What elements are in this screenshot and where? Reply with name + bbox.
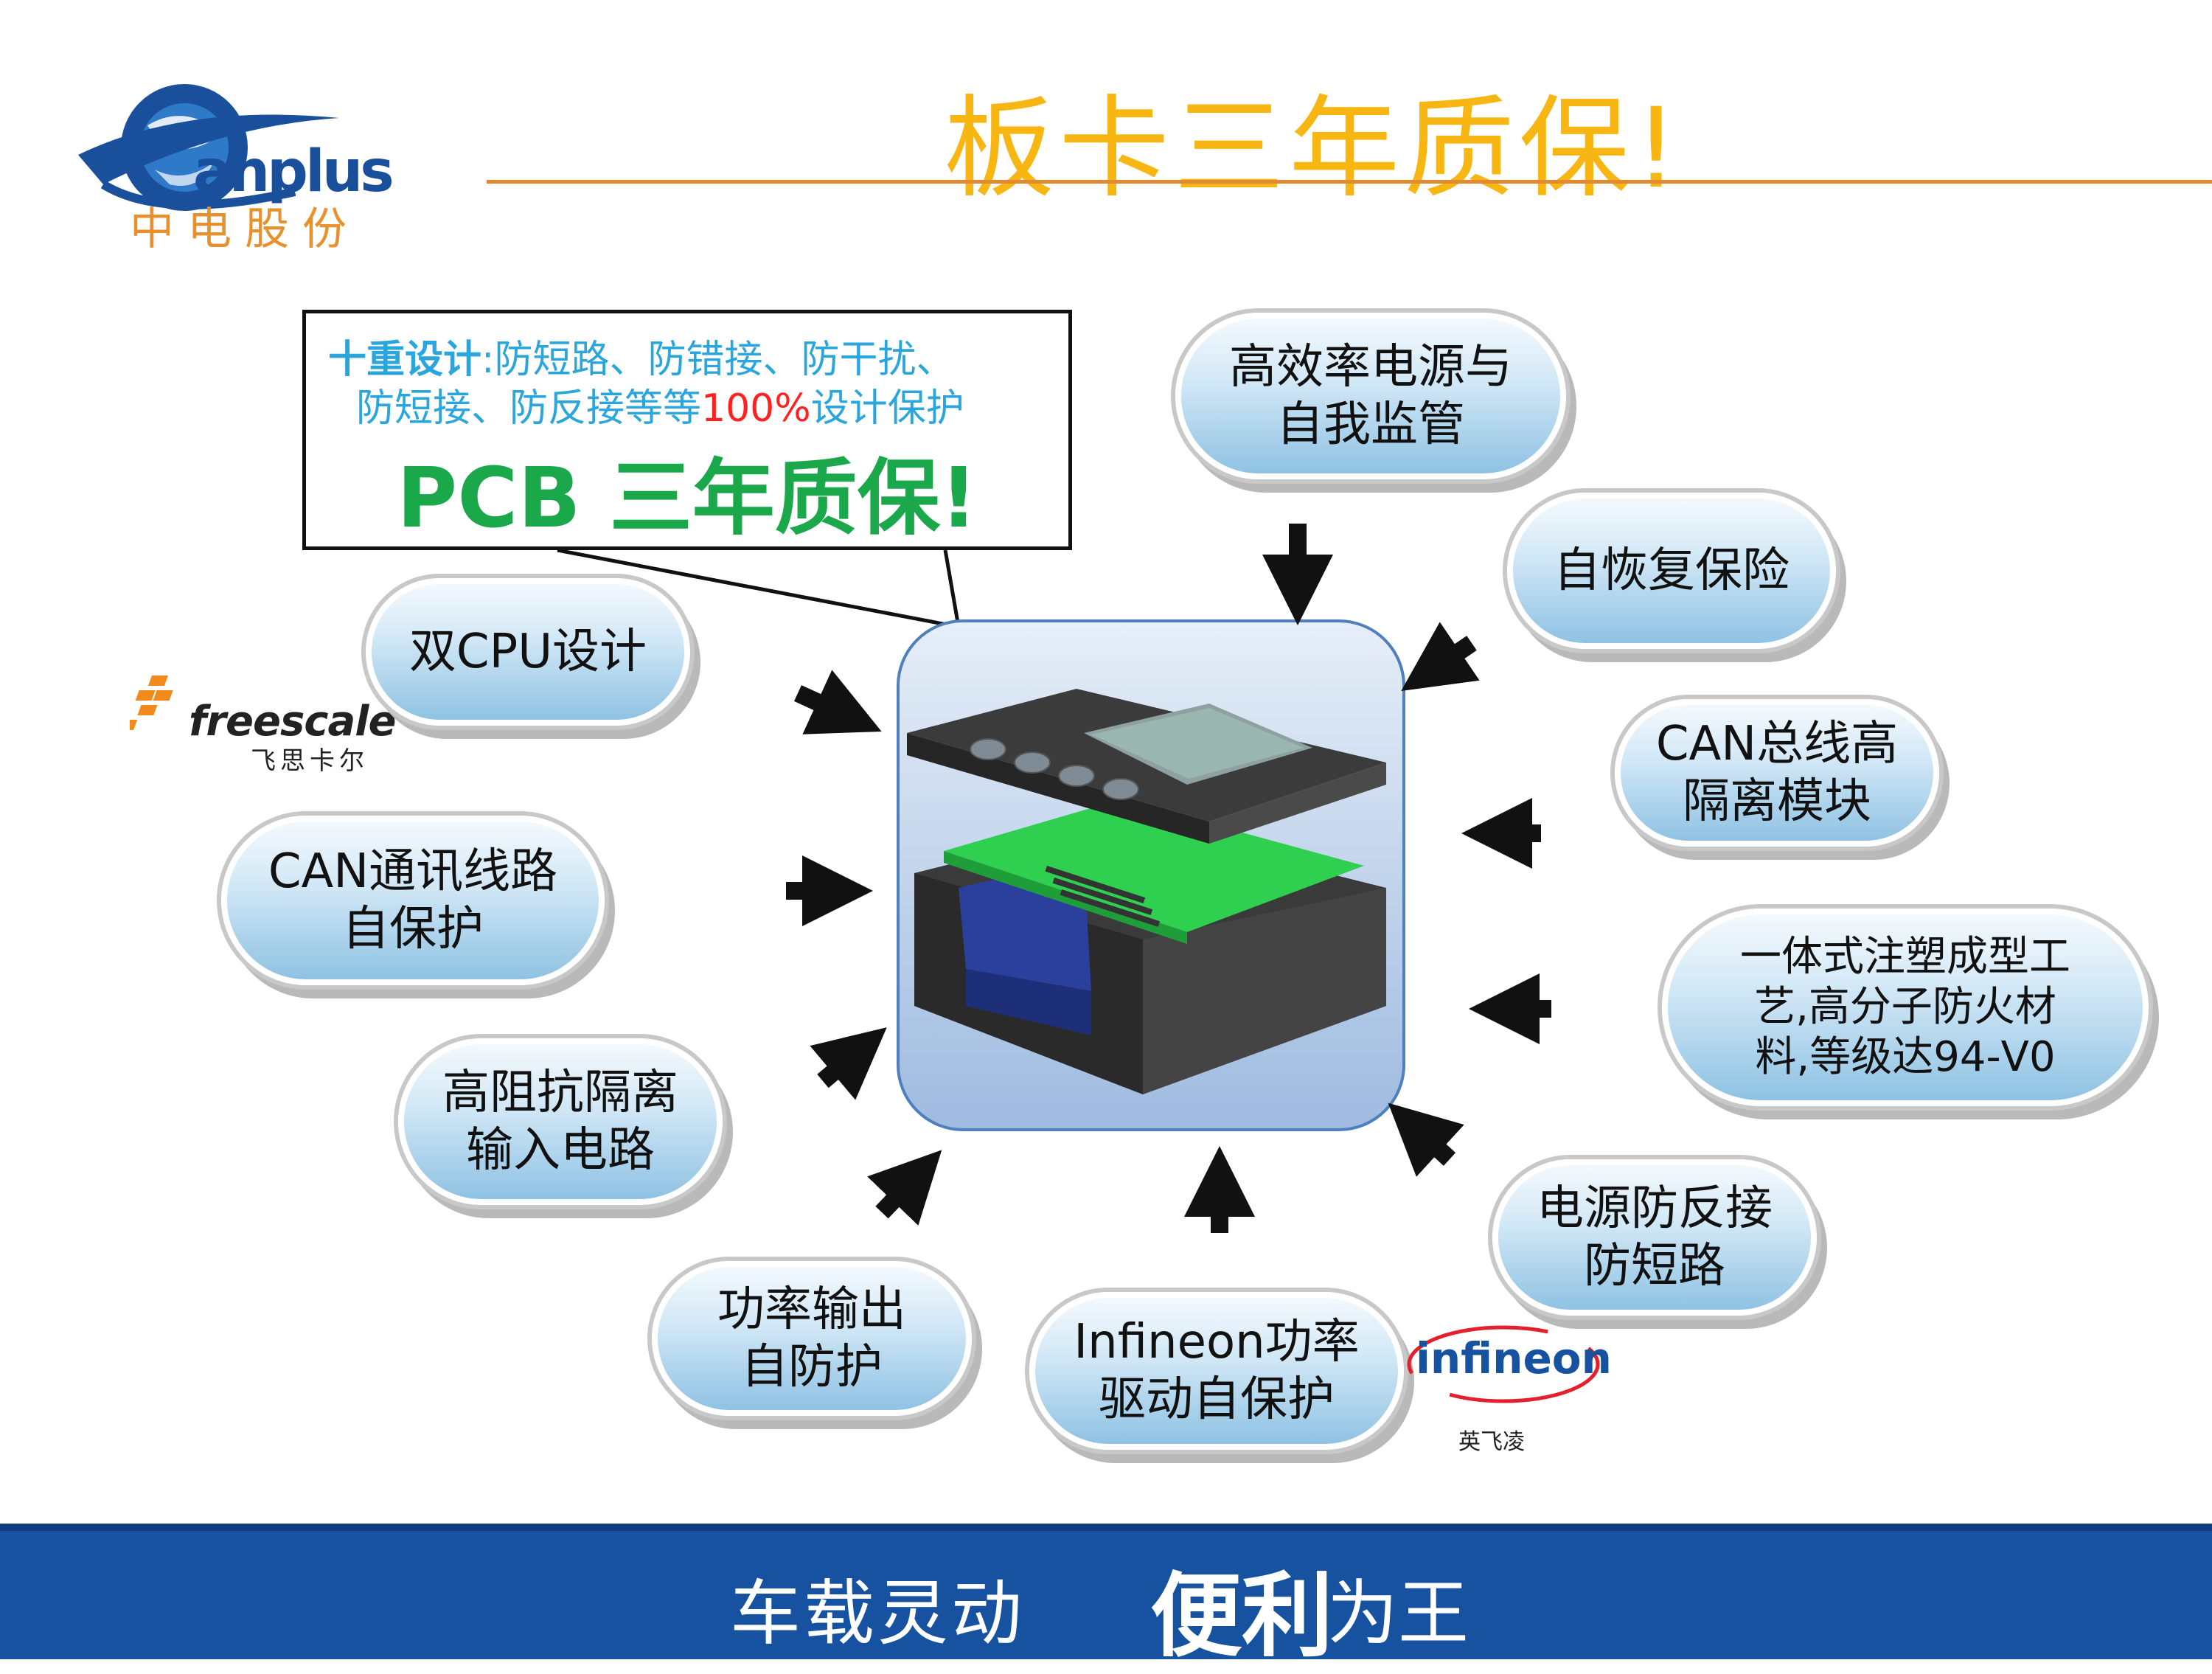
arrow-down-left-icon bbox=[1401, 622, 1480, 691]
callout-highlight: 十重设计 bbox=[328, 338, 482, 382]
callout-line-1-text: :防短路、防错接、防干扰、 bbox=[481, 338, 955, 382]
infineon-logo-text: infineon bbox=[1416, 1333, 1612, 1383]
product-image bbox=[897, 619, 1405, 1131]
feature-molding-line-2: 艺,高分子防火材 bbox=[1754, 982, 2056, 1031]
feature-power-reverse-line-2: 防短路 bbox=[1584, 1239, 1725, 1293]
feature-can-comm-line-1: CAN通讯线路 bbox=[268, 844, 558, 899]
feature-can-comm-line-2: 自保护 bbox=[342, 902, 484, 956]
callout-percentage: 100% bbox=[701, 386, 811, 431]
feature-fuse-label: 自恢复保险 bbox=[1554, 543, 1790, 598]
feature-can-bus: CAN总线高 隔离模块 bbox=[1615, 699, 1939, 847]
feature-efficiency: 高效率电源与 自我监管 bbox=[1175, 313, 1566, 479]
feature-molding-line-1: 一体式注塑成型工 bbox=[1740, 932, 2070, 981]
controller-illustration bbox=[907, 689, 1386, 1094]
callout-line-2-post: 设计保护 bbox=[810, 386, 964, 431]
feature-can-bus-line-1: CAN总线高 bbox=[1655, 716, 1899, 771]
feature-high-impedance: 高阻抗隔离 输入电路 bbox=[398, 1038, 723, 1205]
callout-line-2-pre: 防短接、防反接等等 bbox=[356, 386, 702, 431]
feature-power-reverse-line-1: 电源防反接 bbox=[1537, 1181, 1773, 1236]
feature-fuse: 自恢复保险 bbox=[1507, 493, 1836, 649]
arrow-down-right-icon bbox=[794, 670, 882, 734]
feature-dual-cpu-label: 双CPU设计 bbox=[408, 624, 647, 679]
callout-box: 十重设计:防短路、防错接、防干扰、 防短接、防反接等等100%设计保护 PCB … bbox=[302, 310, 1072, 550]
feature-power-reverse: 电源防反接 防短路 bbox=[1492, 1159, 1817, 1316]
feature-high-impedance-line-1: 高阻抗隔离 bbox=[442, 1065, 678, 1120]
arrow-up-right-icon bbox=[867, 1150, 942, 1226]
feature-power-output-line-2: 自防护 bbox=[741, 1340, 883, 1395]
feature-molding-line-3: 料,等级达94-V0 bbox=[1755, 1033, 2056, 1082]
callout-line-1: 十重设计:防短路、防错接、防干扰、 bbox=[328, 328, 955, 383]
footer-bar bbox=[0, 1524, 2212, 1659]
footer-slogan-left: 车载灵动 bbox=[730, 1572, 1025, 1655]
feature-molding: 一体式注塑成型工 艺,高分子防火材 料,等级达94-V0 bbox=[1662, 909, 2149, 1106]
page-title: 板卡三年质保! bbox=[944, 85, 1683, 213]
freescale-logo-icon bbox=[130, 675, 173, 730]
freescale-logo-text: freescale bbox=[189, 698, 396, 746]
feature-efficiency-line-1: 高效率电源与 bbox=[1229, 339, 1512, 395]
footer-slogan-bold: 便利 bbox=[1150, 1563, 1334, 1670]
logo-subtitle: 中电股份 bbox=[130, 204, 360, 255]
feature-infineon-drive-line-2: 驱动自保护 bbox=[1099, 1372, 1335, 1427]
feature-infineon-drive: Infineon功率 驱动自保护 bbox=[1029, 1292, 1404, 1450]
infineon-logo-icon bbox=[1407, 1325, 1600, 1403]
callout-headline: PCB 三年质保! bbox=[397, 451, 978, 546]
company-logo-icon bbox=[78, 84, 339, 211]
feature-power-output: 功率输出 自防护 bbox=[652, 1261, 972, 1416]
arrow-up-left-icon bbox=[1388, 1102, 1464, 1177]
freescale-logo-subtitle: 飞思卡尔 bbox=[251, 746, 369, 776]
feature-dual-cpu: 双CPU设计 bbox=[366, 578, 690, 726]
feature-efficiency-line-2: 自我监管 bbox=[1276, 397, 1465, 452]
feature-high-impedance-line-2: 输入电路 bbox=[466, 1123, 655, 1178]
callout-line-2: 防短接、防反接等等100%设计保护 bbox=[356, 377, 964, 432]
feature-can-comm: CAN通讯线路 自保护 bbox=[221, 816, 605, 985]
header-divider bbox=[487, 180, 2212, 184]
footer-stripe bbox=[0, 1524, 2212, 1531]
feature-infineon-drive-line-1: Infineon功率 bbox=[1074, 1314, 1360, 1369]
feature-can-bus-line-2: 隔离模块 bbox=[1683, 774, 1871, 829]
logo-text: anplus bbox=[193, 139, 394, 205]
arrow-up-right-icon-2 bbox=[810, 1027, 887, 1100]
footer-slogan-right: 为王 bbox=[1327, 1572, 1469, 1655]
feature-power-output-line-1: 功率输出 bbox=[717, 1282, 906, 1337]
infineon-logo-subtitle: 英飞凌 bbox=[1458, 1429, 1525, 1455]
